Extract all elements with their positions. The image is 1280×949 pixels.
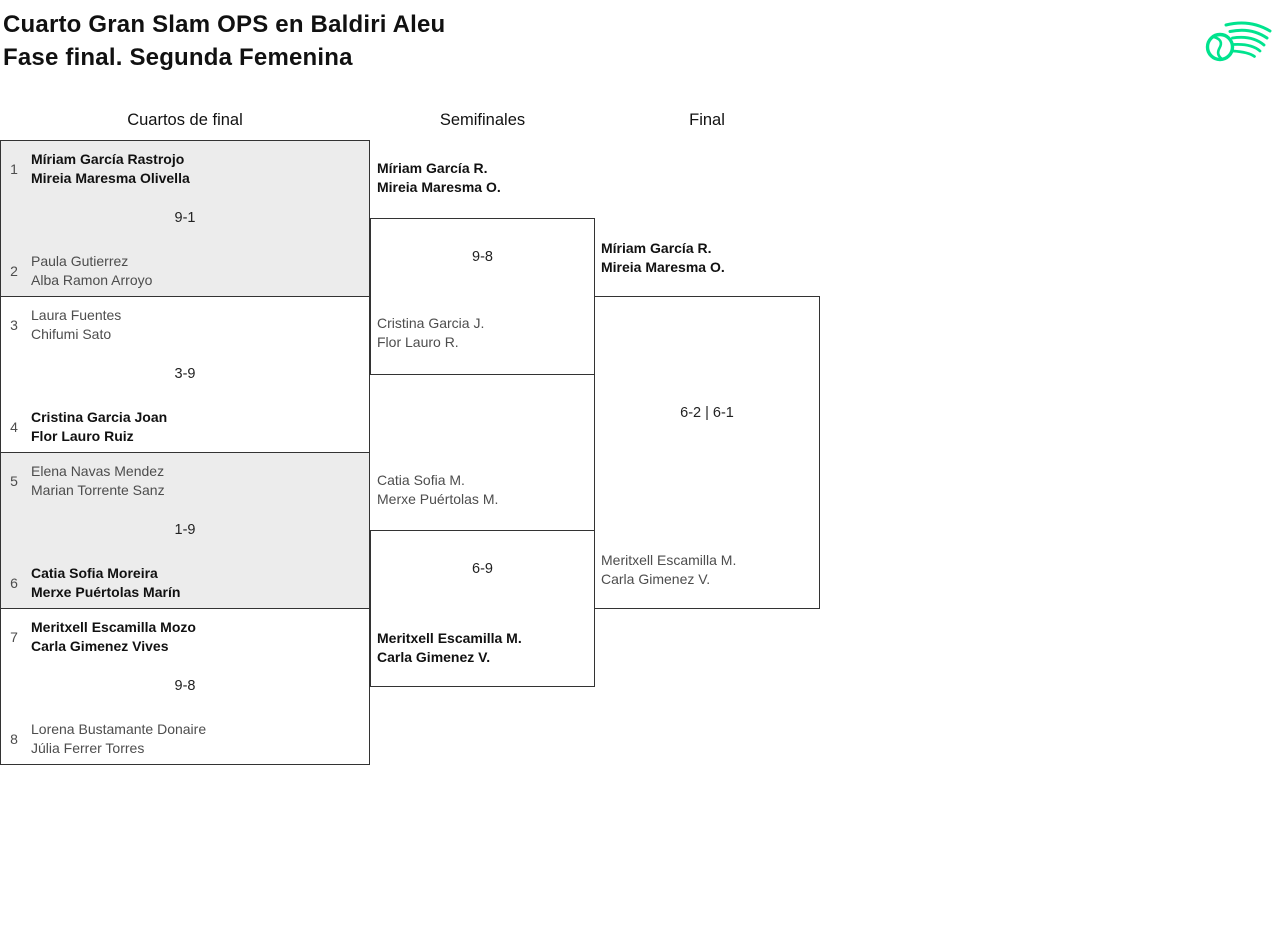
player-name: Míriam García R.: [601, 240, 712, 256]
team-names: Míriam García Rastrojo Mireia Maresma Ol…: [31, 150, 190, 188]
page-title-line2: Fase final. Segunda Femenina: [3, 44, 353, 71]
player-name: Júlia Ferrer Torres: [31, 740, 145, 756]
quarterfinal-match-2: 3 Laura Fuentes Chifumi Sato 3-9 4 Crist…: [0, 296, 370, 452]
quarterfinal-match-4: 7 Meritxell Escamilla Mozo Carla Gimenez…: [0, 608, 370, 765]
quarterfinal-match-1: 1 Míriam García Rastrojo Mireia Maresma …: [0, 140, 370, 296]
player-name: Flor Lauro R.: [377, 334, 459, 350]
semifinal-2-bottom-team: Meritxell Escamilla M. Carla Gimenez V.: [377, 629, 522, 667]
seed-number: 6: [10, 575, 18, 591]
team-names: Meritxell Escamilla Mozo Carla Gimenez V…: [31, 618, 196, 656]
semifinal-2-score: 6-9: [472, 561, 493, 577]
team-names: Laura Fuentes Chifumi Sato: [31, 306, 121, 344]
player-name: Marian Torrente Sanz: [31, 482, 165, 498]
seed-number: 8: [10, 731, 18, 747]
column-header-final: Final: [689, 111, 725, 129]
seed-number: 5: [10, 473, 18, 489]
semifinal-2-top-team: Catia Sofia M. Merxe Puértolas M.: [377, 471, 498, 509]
player-name: Merxe Puértolas M.: [377, 491, 499, 507]
player-name: Paula Gutierrez: [31, 253, 129, 269]
seed-number: 1: [10, 161, 18, 177]
player-name: Cristina Garcia J.: [377, 315, 485, 331]
seed-number: 2: [10, 263, 18, 279]
team-names: Catia Sofia Moreira Merxe Puértolas Marí…: [31, 564, 180, 602]
player-name: Meritxell Escamilla Mozo: [31, 619, 196, 635]
team-row: 4 Cristina Garcia Joan Flor Lauro Ruiz: [8, 408, 365, 446]
player-name: Elena Navas Mendez: [31, 463, 165, 479]
column-header-quarterfinals: Cuartos de final: [127, 111, 243, 129]
seed-number: 3: [10, 317, 18, 333]
match-score: 9-1: [174, 210, 196, 226]
semifinal-1-bottom-team: Cristina Garcia J. Flor Lauro R.: [377, 314, 484, 352]
team-row: 3 Laura Fuentes Chifumi Sato: [8, 306, 365, 344]
player-name: Carla Gimenez V.: [601, 571, 711, 587]
team-names: Elena Navas Mendez Marian Torrente Sanz: [31, 462, 165, 500]
player-name: Flor Lauro Ruiz: [31, 428, 134, 444]
player-name: Laura Fuentes: [31, 307, 122, 323]
player-name: Carla Gimenez V.: [377, 649, 491, 665]
semifinal-1-score: 9-8: [472, 249, 493, 265]
page-title-line1: Cuarto Gran Slam OPS en Baldiri Aleu: [3, 11, 446, 38]
semifinal-1-top-team: Míriam García R. Mireia Maresma O.: [377, 159, 501, 197]
player-name: Meritxell Escamilla M.: [601, 552, 737, 568]
match-score: 1-9: [174, 522, 196, 538]
player-name: Míriam García Rastrojo: [31, 151, 185, 167]
player-name: Lorena Bustamante Donaire: [31, 721, 207, 737]
team-row: 8 Lorena Bustamante Donaire Júlia Ferrer…: [8, 720, 365, 758]
match-score: 9-8: [174, 678, 196, 694]
player-name: Meritxell Escamilla M.: [377, 630, 522, 646]
player-name: Mireia Maresma Olivella: [31, 170, 190, 186]
player-name: Alba Ramon Arroyo: [31, 272, 153, 288]
page-title: Cuarto Gran Slam OPS en Baldiri Aleu Fas…: [3, 8, 445, 74]
player-name: Mireia Maresma O.: [377, 179, 501, 195]
player-name: Catia Sofia Moreira: [31, 565, 158, 581]
final-score: 6-2 | 6-1: [680, 405, 734, 421]
team-row: 2 Paula Gutierrez Alba Ramon Arroyo: [8, 252, 365, 290]
team-row: 5 Elena Navas Mendez Marian Torrente San…: [8, 462, 365, 500]
team-row: 6 Catia Sofia Moreira Merxe Puértolas Ma…: [8, 564, 365, 602]
player-name: Catia Sofia M.: [377, 472, 465, 488]
team-names: Lorena Bustamante Donaire Júlia Ferrer T…: [31, 720, 206, 758]
team-names: Paula Gutierrez Alba Ramon Arroyo: [31, 252, 152, 290]
player-name: Cristina Garcia Joan: [31, 409, 168, 425]
player-name: Mireia Maresma O.: [601, 259, 725, 275]
team-row: 7 Meritxell Escamilla Mozo Carla Gimenez…: [8, 618, 365, 656]
team-row: 1 Míriam García Rastrojo Mireia Maresma …: [8, 150, 365, 188]
seed-number: 4: [10, 419, 18, 435]
seed-number: 7: [10, 629, 18, 645]
team-names: Cristina Garcia Joan Flor Lauro Ruiz: [31, 408, 167, 446]
column-header-semifinals: Semifinales: [439, 111, 526, 129]
player-name: Carla Gimenez Vives: [31, 638, 169, 654]
match-score: 3-9: [174, 366, 196, 382]
final-bottom-team: Meritxell Escamilla M. Carla Gimenez V.: [601, 551, 736, 589]
final-bracket-box: [594, 296, 820, 609]
quarterfinal-match-3: 5 Elena Navas Mendez Marian Torrente San…: [0, 452, 370, 608]
final-top-team: Míriam García R. Mireia Maresma O.: [601, 239, 725, 277]
tennis-ball-swoosh-logo: [1204, 18, 1274, 66]
player-name: Míriam García R.: [377, 160, 488, 176]
player-name: Merxe Puértolas Marín: [31, 584, 181, 600]
player-name: Chifumi Sato: [31, 326, 112, 342]
